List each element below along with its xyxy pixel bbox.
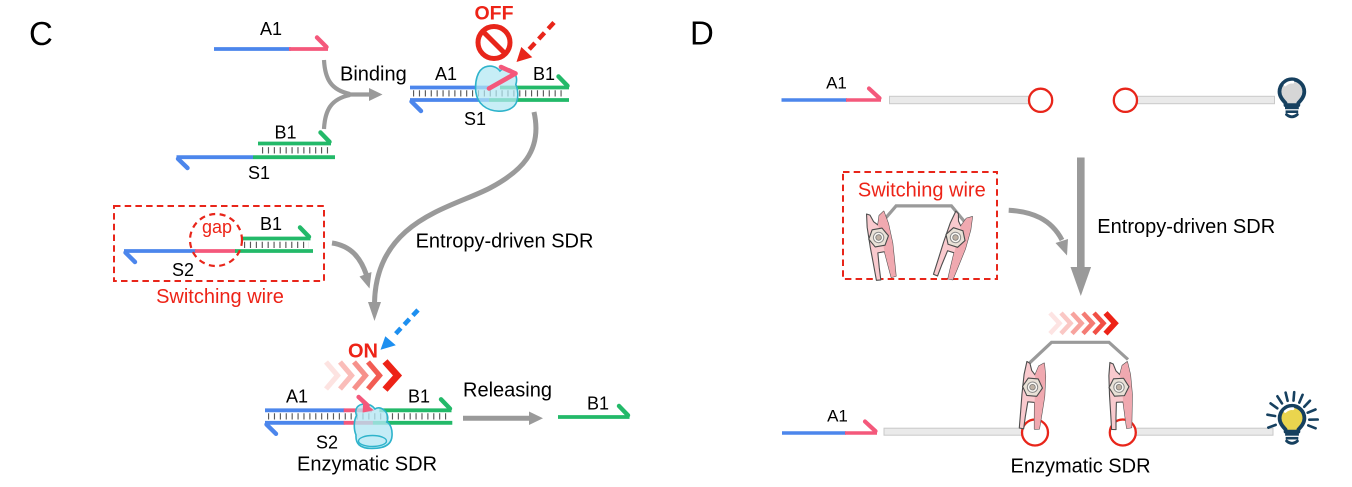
svg-text:A1: A1 <box>826 74 847 93</box>
svg-text:B1: B1 <box>274 123 296 143</box>
svg-text:S2: S2 <box>316 433 338 453</box>
svg-text:Releasing: Releasing <box>463 380 552 402</box>
svg-text:A1: A1 <box>827 407 848 426</box>
svg-text:Entropy-driven SDR: Entropy-driven SDR <box>416 231 594 253</box>
svg-text:Entropy-driven SDR: Entropy-driven SDR <box>1097 216 1275 238</box>
svg-text:A1: A1 <box>260 19 282 39</box>
svg-text:Switching wire: Switching wire <box>156 286 284 308</box>
svg-text:S2: S2 <box>172 260 194 280</box>
svg-text:A1: A1 <box>435 64 457 84</box>
svg-text:B1: B1 <box>533 64 555 84</box>
svg-text:B1: B1 <box>408 387 430 407</box>
svg-text:Enzymatic SDR: Enzymatic SDR <box>297 454 437 476</box>
svg-text:Binding: Binding <box>340 64 407 86</box>
svg-text:Switching wire: Switching wire <box>858 179 986 201</box>
svg-text:ON: ON <box>348 341 378 363</box>
svg-text:D: D <box>690 15 714 52</box>
svg-text:B1: B1 <box>260 214 282 234</box>
svg-text:gap: gap <box>202 217 232 237</box>
svg-text:S1: S1 <box>248 163 270 183</box>
svg-text:OFF: OFF <box>475 3 514 25</box>
svg-text:B1: B1 <box>587 394 609 414</box>
svg-text:A1: A1 <box>286 387 308 407</box>
svg-text:Enzymatic SDR: Enzymatic SDR <box>1010 456 1150 478</box>
svg-text:S1: S1 <box>464 109 486 129</box>
svg-text:C: C <box>29 15 53 52</box>
